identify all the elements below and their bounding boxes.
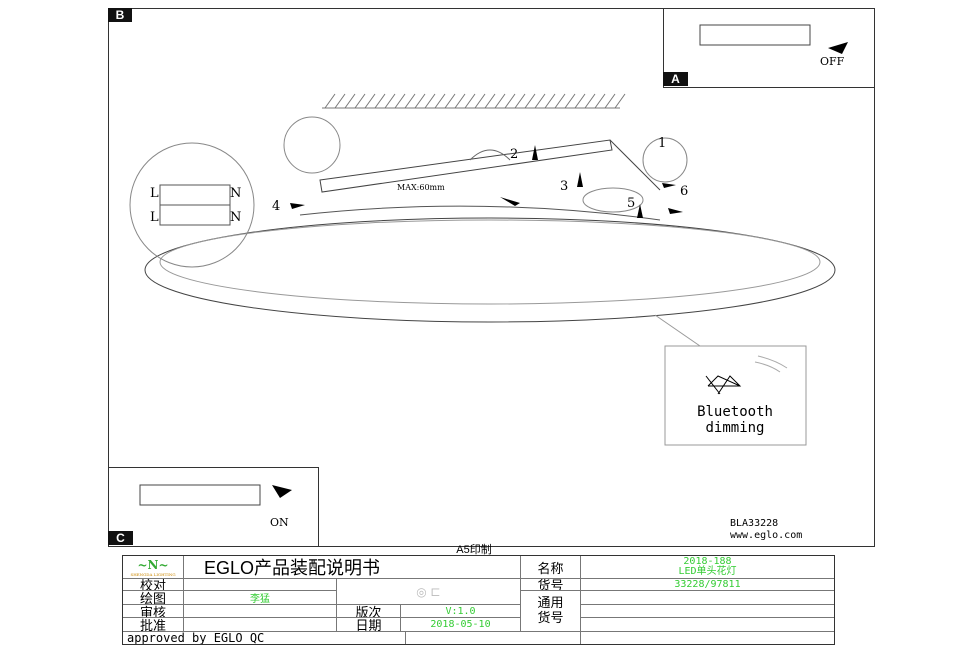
name-value-code: 2018-188 xyxy=(683,556,732,567)
product-sketch-icon: ◎ ⊏ xyxy=(337,579,521,605)
footer-blank-2 xyxy=(581,632,834,644)
callout-3: 3 xyxy=(560,179,568,194)
terminal-n-bottom: N xyxy=(230,210,241,225)
arrows xyxy=(290,145,683,218)
callout-5: 5 xyxy=(627,196,635,211)
detail-label-b: B xyxy=(108,8,132,22)
row-label-approve: 批准 xyxy=(123,618,184,632)
bluetooth-remote-icon xyxy=(705,375,742,395)
terminal-l-bottom: L xyxy=(150,210,159,225)
item-value: 33228/97811 xyxy=(581,579,834,591)
common-label-line2: 货号 xyxy=(537,611,564,626)
date-label: 日期 xyxy=(337,618,401,632)
common-item-value-3 xyxy=(581,618,834,632)
row-value-draw: 李猛 xyxy=(184,591,337,605)
callout-2: 2 xyxy=(510,147,518,162)
terminal-detail xyxy=(129,142,255,268)
row-label-review: 审核 xyxy=(123,605,184,618)
detail-c-box xyxy=(108,467,319,547)
print-note: A5印制 xyxy=(456,543,491,556)
title-block: ~N~ SHENGDA LIGHTING EGLO产品装配说明书 名称 2018… xyxy=(122,555,835,645)
detail-label-c: C xyxy=(108,531,133,545)
bluetooth-box xyxy=(664,345,807,446)
item-label: 货号 xyxy=(521,579,581,591)
logo-text: SHENGDA LIGHTING xyxy=(130,571,176,577)
callout-6: 6 xyxy=(680,184,688,199)
max-length-label: MAX:60mm xyxy=(397,183,445,192)
common-item-value-2 xyxy=(581,605,834,618)
drawing-frame xyxy=(108,8,875,547)
website: www.eglo.com xyxy=(730,530,802,541)
logo: ~N~ SHENGDA LIGHTING xyxy=(123,556,184,579)
document-title: EGLO产品装配说明书 xyxy=(184,556,521,579)
name-value-desc: LED单头花灯 xyxy=(678,566,737,577)
detail-label-a: A xyxy=(663,72,688,86)
row-value-review xyxy=(184,605,337,618)
lamp-shade xyxy=(144,217,836,323)
common-item-label: 通用 货号 xyxy=(521,591,581,632)
lamp-diffuser xyxy=(159,219,821,305)
model-number: BLA33228 xyxy=(730,518,778,529)
bluetooth-line1: Bluetooth xyxy=(697,404,773,420)
version-label: 版次 xyxy=(337,605,401,618)
row-value-check xyxy=(184,579,337,591)
callout-1: 1 xyxy=(658,136,666,151)
screw-detail xyxy=(283,116,341,174)
terminal-l-top: L xyxy=(150,186,159,201)
footer-blank-1 xyxy=(406,632,581,644)
lamp-base xyxy=(299,205,661,221)
signal-waves-icon xyxy=(754,355,788,373)
row-value-approve xyxy=(184,618,337,632)
common-label-line1: 通用 xyxy=(537,596,564,611)
detail-c-state: ON xyxy=(270,516,289,529)
detail-a-state: OFF xyxy=(820,55,845,68)
row-label-check: 校对 xyxy=(123,579,184,591)
name-value: 2018-188 LED单头花灯 xyxy=(581,556,834,579)
mounting-bracket xyxy=(319,139,613,193)
approved-note: approved by EGLO QC xyxy=(123,632,406,644)
name-label: 名称 xyxy=(521,556,581,579)
common-item-value-1 xyxy=(581,591,834,605)
version-value: V:1.0 xyxy=(401,605,521,618)
callout-4: 4 xyxy=(272,199,280,214)
logo-mark-icon: ~N~ xyxy=(137,557,169,572)
row-label-draw: 绘图 xyxy=(123,591,184,605)
ceiling-hatch xyxy=(322,93,626,109)
bluetooth-line2: dimming xyxy=(705,420,764,436)
terminal-n-top: N xyxy=(230,186,241,201)
date-value: 2018-05-10 xyxy=(401,618,521,632)
detail-a-box xyxy=(663,8,875,88)
connector-detail xyxy=(642,137,688,183)
